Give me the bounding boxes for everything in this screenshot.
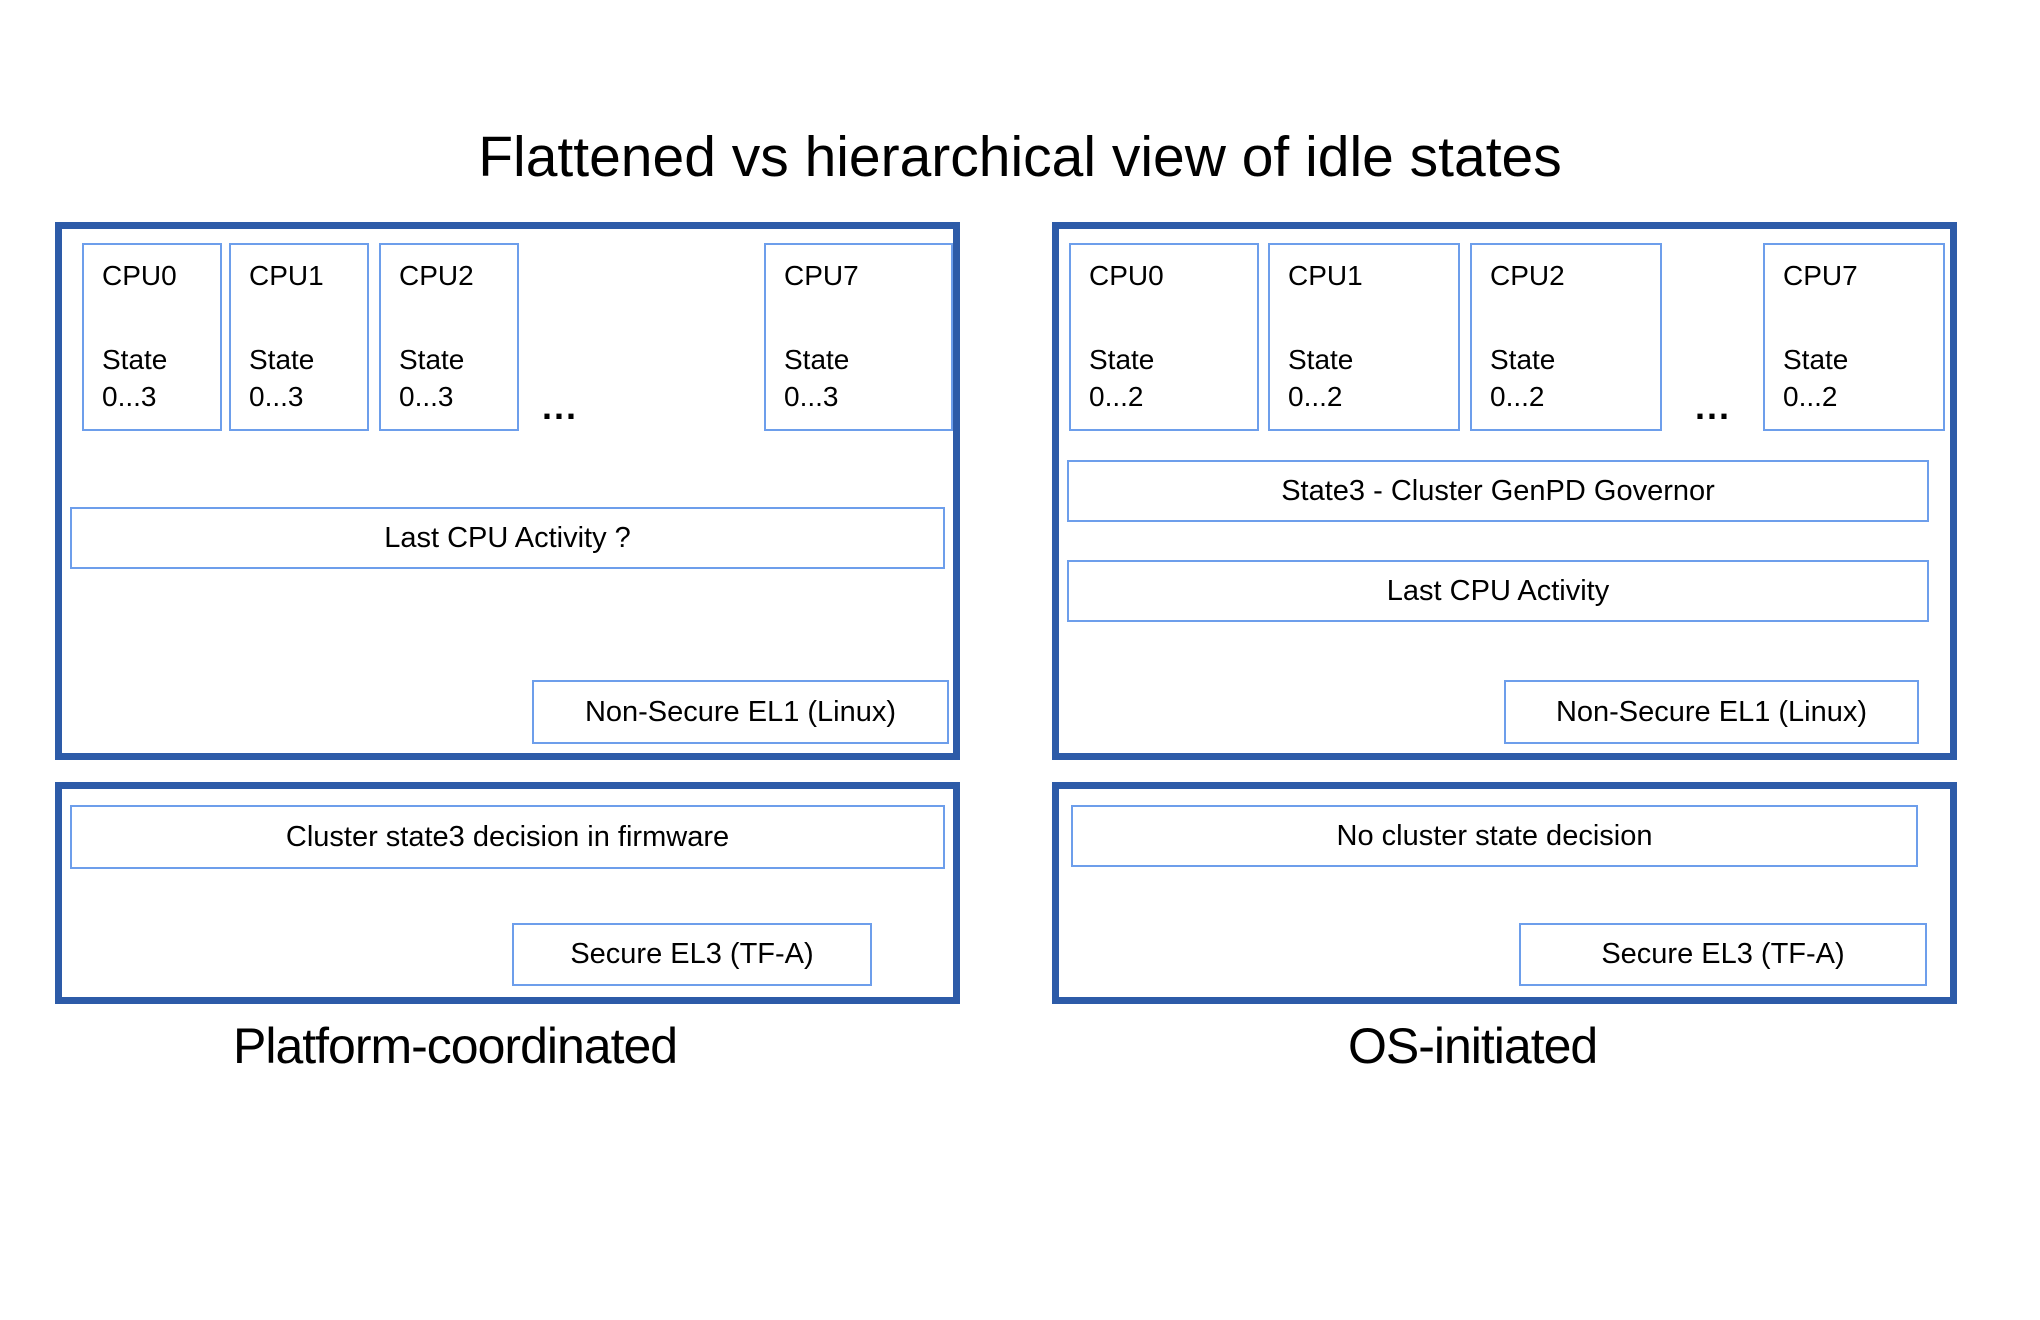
cpu-state: State 0...2: [1089, 341, 1239, 415]
caption-os-initiated: OS-initiated: [1348, 1018, 1598, 1074]
cpu-box: CPU0 State 0...3: [82, 243, 222, 431]
cpu-state-range: 0...2: [1288, 381, 1343, 412]
left-secure-panel: Cluster state3 decision in firmware Secu…: [55, 782, 960, 1004]
cpu-state-range: 0...3: [102, 381, 157, 412]
page-title: Flattened vs hierarchical view of idle s…: [478, 125, 1562, 189]
cpu-name: CPU2: [399, 260, 474, 291]
cpu-state: State 0...3: [249, 341, 349, 415]
cpu-state-label: State: [784, 344, 850, 375]
cpu-box: CPU1 State 0...3: [229, 243, 369, 431]
cluster-decision-box: Cluster state3 decision in firmware: [70, 805, 945, 869]
cpu-state-range: 0...2: [1089, 381, 1144, 412]
right-secure-panel: No cluster state decision Secure EL3 (TF…: [1052, 782, 1957, 1004]
cpu-state-label: State: [102, 344, 168, 375]
cpu-state: State 0...2: [1288, 341, 1440, 415]
last-cpu-activity-box: Last CPU Activity: [1067, 560, 1929, 622]
cpu-box: CPU2 State 0...2: [1470, 243, 1662, 431]
cpu-name: CPU2: [1490, 260, 1565, 291]
genpd-governor-box: State3 - Cluster GenPD Governor: [1067, 460, 1929, 522]
cpu-box: CPU0 State 0...2: [1069, 243, 1259, 431]
cpu-name: CPU0: [102, 260, 177, 291]
cpu-name: CPU7: [1783, 260, 1858, 291]
cpu-state-range: 0...2: [1490, 381, 1545, 412]
cpu-state: State 0...3: [784, 341, 933, 415]
cpu-state-label: State: [399, 344, 465, 375]
non-secure-el1-box: Non-Secure EL1 (Linux): [532, 680, 949, 744]
cpu-name: CPU7: [784, 260, 859, 291]
cpu-state-range: 0...3: [784, 381, 839, 412]
cpu-state-range: 0...2: [1783, 381, 1838, 412]
cpu-name: CPU1: [1288, 260, 1363, 291]
non-secure-el1-box: Non-Secure EL1 (Linux): [1504, 680, 1919, 744]
cpu-state-label: State: [1490, 344, 1556, 375]
left-nonsecure-panel: CPU0 State 0...3 CPU1 State 0...3 CPU2 S…: [55, 222, 960, 760]
cpu-state-range: 0...3: [399, 381, 454, 412]
cpu-state: State 0...2: [1490, 341, 1642, 415]
cpu-state: State 0...2: [1783, 341, 1925, 415]
secure-el3-box: Secure EL3 (TF-A): [1519, 923, 1927, 986]
cpu-state-label: State: [249, 344, 315, 375]
right-nonsecure-panel: CPU0 State 0...2 CPU1 State 0...2 CPU2 S…: [1052, 222, 1957, 760]
cpu-state: State 0...3: [102, 341, 202, 415]
cpu-state-label: State: [1783, 344, 1849, 375]
cpu-box: CPU7 State 0...2: [1763, 243, 1945, 431]
cluster-decision-box: No cluster state decision: [1071, 805, 1918, 867]
last-cpu-activity-box: Last CPU Activity ?: [70, 507, 945, 569]
cpu-state-label: State: [1288, 344, 1354, 375]
ellipsis: ...: [1695, 386, 1732, 427]
secure-el3-box: Secure EL3 (TF-A): [512, 923, 872, 986]
cpu-name: CPU0: [1089, 260, 1164, 291]
cpu-box: CPU1 State 0...2: [1268, 243, 1460, 431]
cpu-box: CPU2 State 0...3: [379, 243, 519, 431]
cpu-box: CPU7 State 0...3: [764, 243, 953, 431]
cpu-state: State 0...3: [399, 341, 499, 415]
caption-platform-coordinated: Platform-coordinated: [233, 1018, 678, 1074]
cpu-name: CPU1: [249, 260, 324, 291]
cpu-state-label: State: [1089, 344, 1155, 375]
ellipsis: ...: [542, 386, 579, 427]
cpu-state-range: 0...3: [249, 381, 304, 412]
